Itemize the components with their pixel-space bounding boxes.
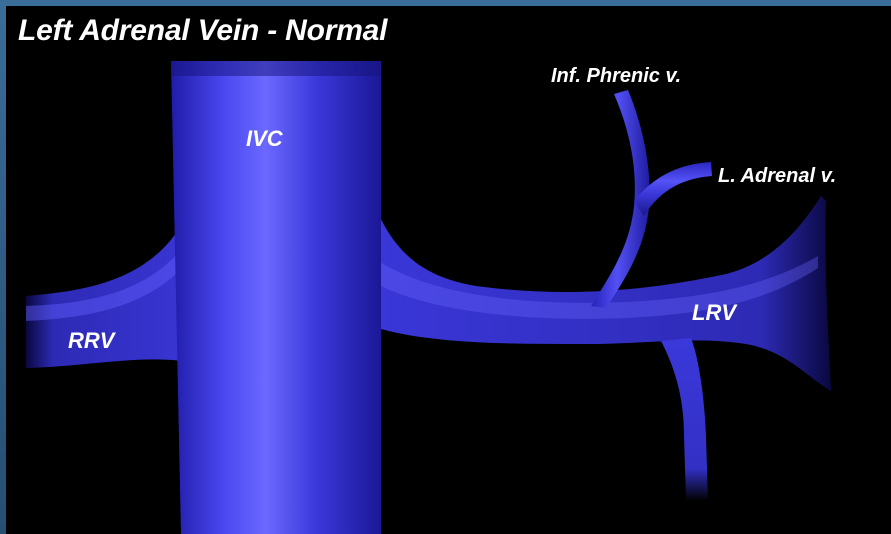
rrv-label: RRV: [68, 328, 117, 353]
slide-canvas: IVC RRV LRV Inf. Phrenic v. L. Adrenal v…: [6, 6, 891, 534]
ivc-label: IVC: [246, 126, 284, 151]
l-adrenal-label: L. Adrenal v.: [718, 165, 836, 187]
gonadal-branch-vessel: [661, 338, 708, 501]
page-title: Left Adrenal Vein - Normal: [18, 14, 387, 48]
inf-phrenic-label: Inf. Phrenic v.: [551, 65, 681, 87]
ivc-top-shadow: [171, 61, 381, 76]
vein-diagram: IVC RRV LRV Inf. Phrenic v. L. Adrenal v…: [6, 6, 891, 534]
lrv-label: LRV: [692, 300, 738, 325]
